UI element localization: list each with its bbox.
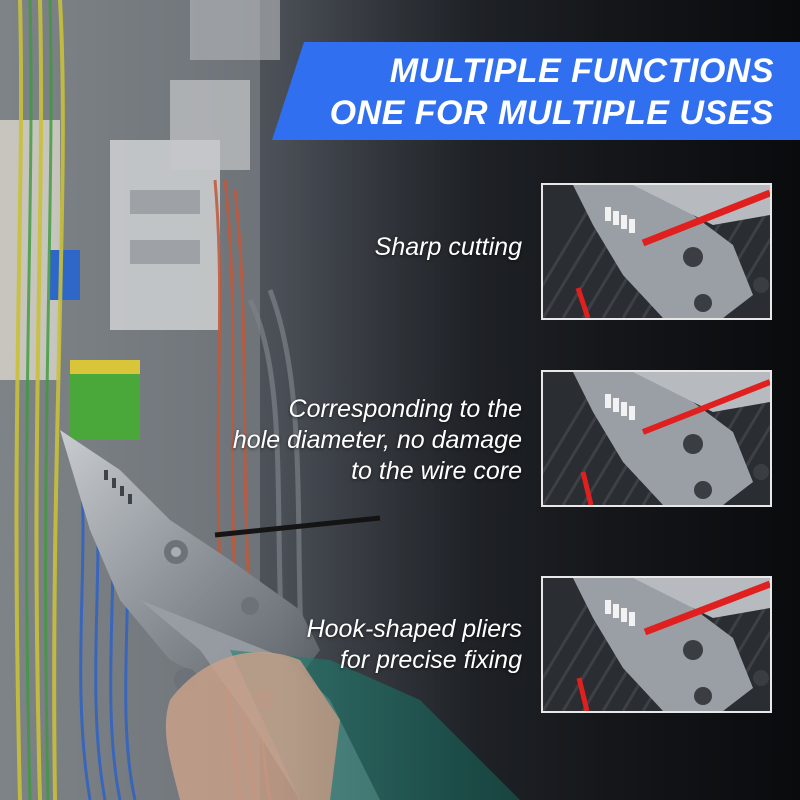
feature-caption-hole-diameter: Corresponding to the hole diameter, no d… xyxy=(232,395,522,485)
feature-caption-hook-pliers: Hook-shaped pliers for precise fixing xyxy=(306,615,522,674)
headline-banner: MULTIPLE FUNCTIONS ONE FOR MULTIPLE USES xyxy=(272,42,800,140)
feature-image-hook-pliers xyxy=(541,576,772,713)
feature-caption-sharp-cutting: Sharp cutting xyxy=(374,233,522,261)
headline-line-1: MULTIPLE FUNCTIONS xyxy=(389,52,774,90)
feature-image-sharp-cutting xyxy=(541,183,772,320)
banner-background xyxy=(272,42,800,140)
feature-image-hole-diameter xyxy=(541,370,772,507)
headline-line-2: ONE FOR MULTIPLE USES xyxy=(329,94,774,132)
